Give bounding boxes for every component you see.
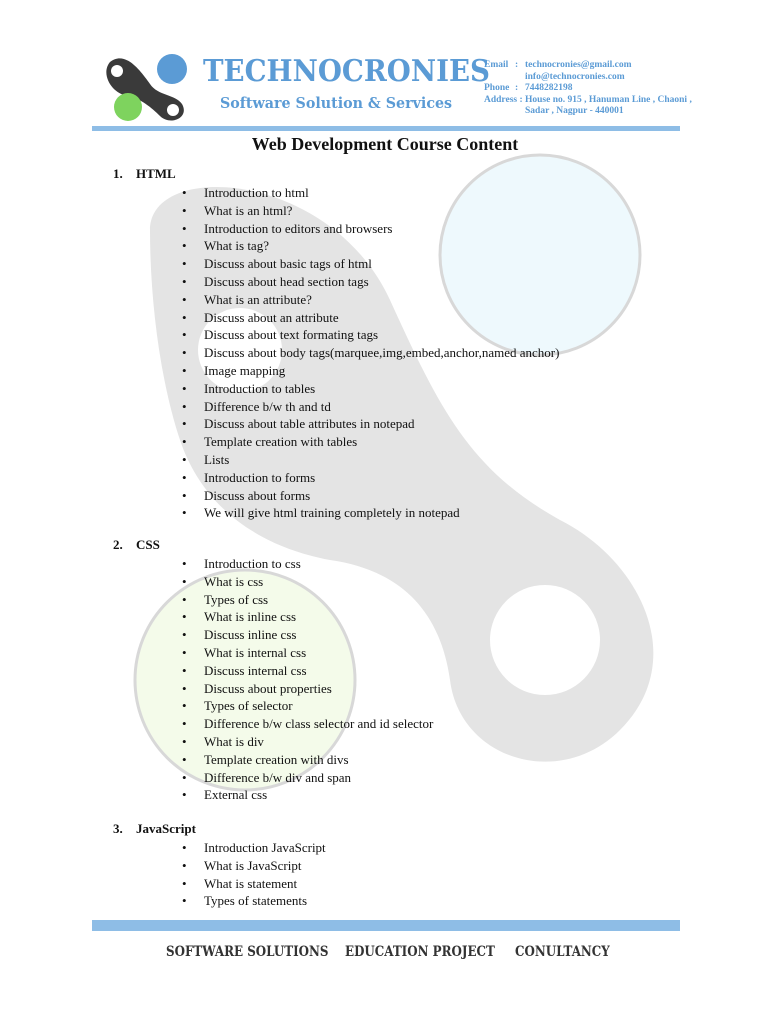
list-item: •What is inline css (182, 609, 297, 625)
bullet-icon: • (182, 751, 187, 767)
bullet-icon: • (182, 185, 187, 200)
bullet-icon: • (182, 716, 187, 732)
bullet-icon: • (182, 309, 187, 325)
list-item: •Image mapping (182, 362, 286, 378)
bullet-icon: • (182, 556, 187, 571)
section-heading: 1.HTML (113, 166, 176, 181)
bullet-icon: • (182, 291, 187, 307)
topic-list: •Introduction to css •What is css •Types o… (113, 555, 433, 804)
bullet-icon: • (182, 680, 187, 696)
bullet-icon: • (182, 256, 187, 272)
bullet-icon: • (182, 362, 187, 378)
list-item: •Discuss about an attribute (182, 309, 339, 325)
footer-item: SOFTWARE SOLUTIONS (166, 944, 329, 960)
bullet-icon: • (182, 505, 187, 521)
bullet-icon: • (182, 416, 187, 432)
bullet-icon: • (182, 345, 187, 361)
list-item: •Introduction to editors and browsers (182, 220, 393, 236)
contact-block: Email:technocronies@gmail.com info@techn… (484, 60, 692, 118)
list-item: •Discuss inline css (182, 627, 297, 643)
list-item: •Template creation with tables (182, 434, 358, 450)
bullet-icon: • (182, 398, 187, 414)
bullet-icon: • (182, 327, 187, 343)
bullet-icon: • (182, 469, 187, 485)
list-item: •What is css (182, 573, 264, 589)
footer-item: EDUCATION PROJECT (345, 944, 495, 960)
list-item: •What is an html? (182, 202, 293, 218)
list-item: •What is an attribute? (182, 291, 312, 307)
list-item: •External css (182, 787, 268, 803)
bullet-icon: • (182, 627, 187, 643)
contact-email-2: info@technocronies.com (525, 71, 625, 82)
bullet-icon: • (182, 220, 187, 236)
bullet-icon: • (182, 573, 187, 589)
topic-list: •Introduction JavaScript •What is JavaScr… (113, 839, 326, 910)
list-item: •What is internal css (182, 644, 307, 660)
list-item: •Discuss about basic tags of html (182, 256, 372, 272)
list-item: •What is JavaScript (182, 857, 302, 873)
bullet-icon: • (182, 434, 187, 450)
bullet-icon: • (182, 451, 187, 467)
list-item: •Discuss about body tags(marquee,img,emb… (182, 345, 560, 361)
brand-tagline: Software Solution & Services (220, 94, 453, 112)
contact-address-2: Sadar , Nagpur - 440001 (525, 106, 624, 116)
contact-phone: Phone:7448282198 (484, 83, 573, 93)
list-item: •Types of selector (182, 698, 293, 714)
list-item: •Difference b/w div and span (182, 769, 352, 785)
list-item: •Discuss internal css (182, 662, 307, 678)
list-item: •Introduction to tables (182, 380, 316, 396)
list-item: •Difference b/w class selector and id se… (182, 716, 434, 732)
page-title: Web Development Course Content (251, 134, 519, 154)
list-item: •Template creation with divs (182, 751, 349, 767)
section-heading: 3.JavaScript (113, 821, 196, 836)
brand-name: TECHNOCRONIES (203, 54, 490, 89)
list-item: •Types of statements (182, 893, 308, 909)
bullet-icon: • (182, 380, 187, 396)
bullet-icon: • (182, 857, 187, 873)
bullet-icon: • (182, 644, 187, 660)
bullet-icon: • (182, 875, 187, 891)
footer-divider (92, 920, 680, 931)
bullet-icon: • (182, 787, 187, 803)
bullet-icon: • (182, 273, 187, 289)
contact-email: Email:technocronies@gmail.com (484, 60, 632, 70)
list-item: •What is tag? (182, 238, 269, 254)
bullet-icon: • (182, 893, 187, 909)
list-item: •What is div (182, 733, 264, 749)
header-divider (92, 126, 680, 131)
section-heading: 2.CSS (113, 537, 160, 552)
bullet-icon: • (182, 238, 187, 254)
list-item: •Introduction to html (182, 185, 309, 200)
list-item: •Introduction JavaScript (182, 840, 326, 855)
bullet-icon: • (182, 202, 187, 218)
bullet-icon: • (182, 733, 187, 749)
list-item: •Discuss about properties (182, 680, 332, 696)
list-item: •We will give html training completely i… (182, 505, 460, 521)
bullet-icon: • (182, 769, 187, 785)
bullet-icon: • (182, 591, 187, 607)
topic-list: •Introduction to html •What is an html? •I… (113, 184, 559, 522)
contact-address: Address :House no. 915 , Hanuman Line , … (484, 94, 692, 105)
company-logo-icon (106, 54, 187, 121)
bullet-icon: • (182, 840, 187, 855)
list-item: •Discuss about head section tags (182, 273, 369, 289)
bullet-icon: • (182, 609, 187, 625)
bullet-icon: • (182, 662, 187, 678)
section-javascript: 3.JavaScript •Introduction JavaScript •Wha… (113, 821, 326, 910)
list-item: •Difference b/w th and td (182, 398, 331, 414)
bullet-icon: • (182, 698, 187, 714)
list-item: •Introduction to css (182, 556, 301, 571)
footer-item: CONULTANCY (515, 944, 610, 960)
list-item: •Discuss about table attributes in notep… (182, 416, 415, 432)
list-item: •Discuss about forms (182, 487, 311, 503)
section-html: 1.HTML •Introduction to html •What is an h… (113, 166, 559, 522)
section-css: 2.CSS •Introduction to css •What is css •Ty… (113, 537, 433, 804)
list-item: •Discuss about text formating tags (182, 327, 379, 343)
bullet-icon: • (182, 487, 187, 503)
list-item: •Lists (182, 451, 230, 467)
list-item: •Introduction to forms (182, 469, 316, 485)
list-item: •What is statement (182, 875, 298, 891)
list-item: •Types of css (182, 591, 269, 607)
